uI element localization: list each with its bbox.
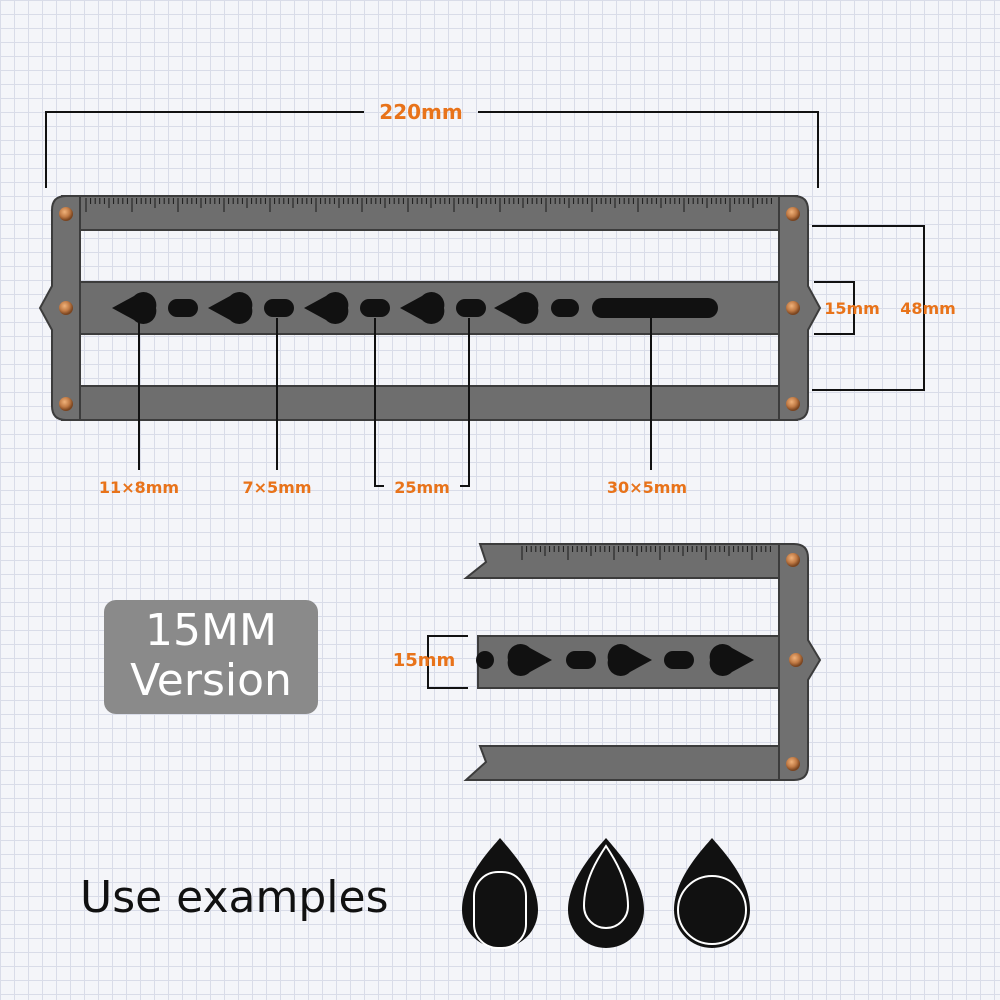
detail-bottom-bar (463, 745, 781, 781)
version-badge-word: Version (130, 655, 292, 706)
hole-spacing-label: 25mm (394, 478, 450, 497)
detail-view (427, 543, 822, 781)
teardrop-hole (208, 292, 253, 324)
oval-hole (566, 651, 596, 669)
slot-height-label: 15mm (824, 299, 880, 318)
teardrop-hole-label: 11×8mm (99, 478, 179, 497)
oval-hole (456, 299, 486, 317)
rivet (789, 653, 803, 667)
teardrop-hole (507, 644, 552, 676)
rivet (59, 397, 73, 411)
oval-hole (360, 299, 390, 317)
hole-row (112, 292, 718, 324)
bottom-bar (61, 385, 798, 421)
rivet (786, 553, 800, 567)
long-slot-hole (592, 298, 718, 318)
top-ruler-bar (61, 195, 798, 231)
teardrop-hole (304, 292, 349, 324)
teardrop-with-inner-teardrop-icon (568, 838, 644, 948)
teardrop-hole (709, 644, 754, 676)
teardrop-hole (494, 292, 539, 324)
ruler-ticks (521, 546, 771, 560)
oval-hole (476, 651, 494, 669)
oval-hole-label: 7×5mm (242, 478, 311, 497)
dimension-lines (45, 111, 925, 487)
teardrop-hole (400, 292, 445, 324)
rivet (786, 757, 800, 771)
rivet (59, 301, 73, 315)
detail-slot-height-label: 15mm (393, 650, 456, 671)
teardrop-with-circle-icon (674, 838, 750, 948)
rivet (59, 207, 73, 221)
ruler-ticks (85, 198, 772, 212)
rivet (786, 397, 800, 411)
detail-bracket (427, 635, 468, 689)
teardrop-with-round-pick-icon (462, 838, 538, 949)
use-examples-title: Use examples (80, 872, 389, 923)
teardrop-hole (607, 644, 652, 676)
long-slot-label: 30×5mm (607, 478, 687, 497)
oval-hole (168, 299, 198, 317)
main-ruler (38, 195, 822, 421)
oval-hole (551, 299, 579, 317)
oval-hole (264, 299, 294, 317)
total-height-label: 48mm (900, 299, 956, 318)
version-badge: 15MM Version (104, 600, 318, 714)
rivet (786, 301, 800, 315)
total-width-label: 220mm (379, 100, 462, 124)
rivet (786, 207, 800, 221)
version-badge-size: 15MM (145, 605, 277, 656)
teardrop-hole (112, 292, 157, 324)
oval-hole (664, 651, 694, 669)
